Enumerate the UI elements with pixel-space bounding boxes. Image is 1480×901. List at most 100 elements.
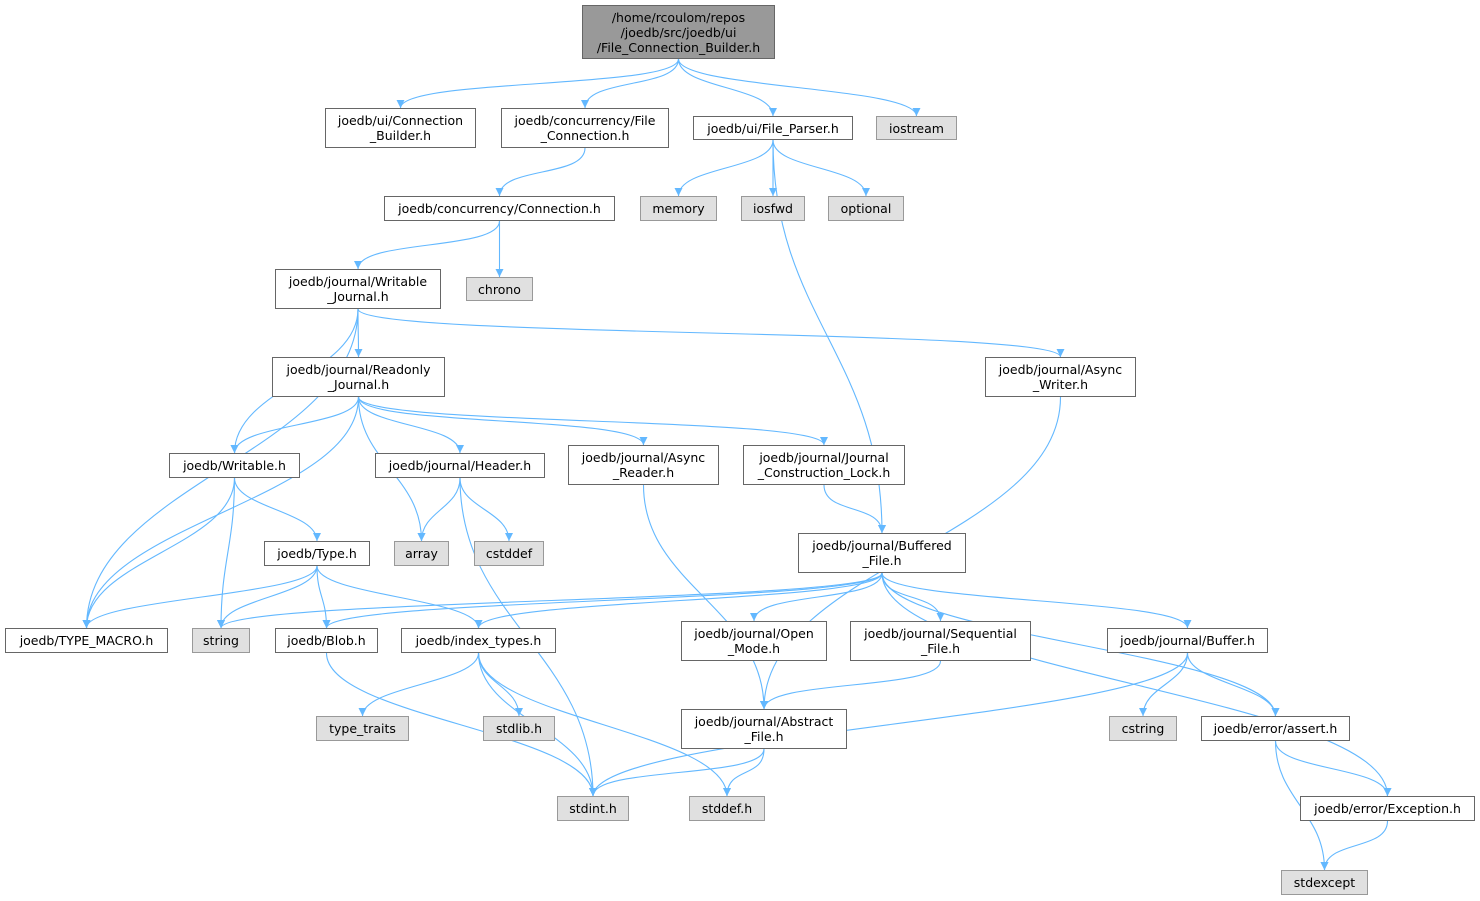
exception[interactable]: joedb/error/Exception.h [1300, 796, 1475, 821]
file_parser[interactable]: joedb/ui/File_Parser.h [693, 116, 853, 140]
edge-writable-to-type [233, 477, 321, 542]
sequential_file-line-1: _File.h [920, 641, 961, 656]
async_writer[interactable]: joedb/journal/Async _Writer.h [985, 357, 1136, 397]
open_mode-line-0: joedb/journal/Open [694, 626, 814, 641]
edge-buffer-to-cstring [1139, 652, 1189, 717]
type_macro[interactable]: joedb/TYPE_MACRO.h [5, 628, 168, 653]
stdint-line-0: stdint.h [569, 801, 617, 816]
edge-buffered_file-to-buffer [881, 572, 1192, 629]
async_reader[interactable]: joedb/journal/Async _Reader.h [568, 445, 719, 485]
edge-journal_lock-to-buffered_file [823, 484, 886, 534]
type[interactable]: joedb/Type.h [264, 541, 370, 566]
memory-line-0: memory [652, 201, 705, 216]
type_macro-line-0: joedb/TYPE_MACRO.h [19, 633, 154, 648]
readonly_journal[interactable]: joedb/journal/Readonly _Journal.h [272, 357, 445, 397]
edge-file_parser-to-memory [674, 139, 774, 197]
edge-buffered_file-to-index_types [474, 572, 883, 629]
edge-writable-to-string [217, 477, 236, 629]
stdexcept: stdexcept [1281, 870, 1368, 895]
stdint: stdint.h [557, 796, 629, 821]
index_types[interactable]: joedb/index_types.h [401, 628, 556, 653]
edge-readonly_journal-to-async_reader [357, 396, 648, 446]
readonly_journal-line-1: _Journal.h [327, 377, 390, 392]
cstddef-line-0: cstddef [485, 546, 533, 561]
edge-root-to-connection_builder [396, 58, 680, 109]
file_parser-line-0: joedb/ui/File_Parser.h [707, 120, 839, 136]
edge-root-to-file_parser [677, 58, 777, 117]
root-line-1: /joedb/src/joedb/ui [620, 24, 737, 40]
readonly_journal-line-0: joedb/journal/Readonly [286, 362, 431, 377]
assert[interactable]: joedb/error/assert.h [1201, 716, 1350, 741]
stdlib: stdlib.h [483, 716, 555, 741]
edge-writable-to-type_macro [82, 477, 236, 629]
edge-writable_journal-to-async_writer [357, 308, 1065, 358]
edge-abstract_file-to-stdint [589, 748, 765, 797]
edge-index_types-to-stddef [477, 652, 731, 797]
connection_builder[interactable]: joedb/ui/Connection _Builder.h [325, 108, 476, 148]
edge-type-to-type_macro [82, 565, 318, 629]
buffered_file[interactable]: joedb/journal/Buffered _File.h [798, 533, 966, 573]
type_traits: type_traits [316, 716, 409, 741]
edge-type-to-string [217, 565, 318, 629]
exception-line-0: joedb/error/Exception.h [1314, 801, 1461, 816]
async_reader-line-0: joedb/journal/Async [581, 450, 706, 465]
async_reader-line-1: _Reader.h [612, 465, 675, 480]
file_connection[interactable]: joedb/concurrency/File _Connection.h [501, 108, 669, 148]
root-line-2: /File_Connection_Builder.h [596, 39, 761, 55]
edge-buffer-to-stdint [589, 652, 1189, 797]
connection[interactable]: joedb/concurrency/Connection.h [384, 196, 615, 221]
open_mode[interactable]: joedb/journal/Open _Mode.h [681, 621, 827, 661]
memory: memory [640, 196, 717, 221]
array: array [394, 541, 449, 566]
type_traits-line-0: type_traits [329, 721, 396, 736]
array-line-0: array [405, 546, 438, 561]
chrono-line-0: chrono [478, 281, 521, 297]
sequential_file-line-0: joedb/journal/Sequential [864, 626, 1017, 641]
edge-root-to-file_connection [581, 58, 680, 109]
writable-line-0: joedb/Writable.h [183, 458, 286, 473]
stdexcept-line-0: stdexcept [1293, 875, 1356, 890]
string-line-0: string [203, 633, 239, 648]
buffer[interactable]: joedb/journal/Buffer.h [1107, 628, 1268, 653]
blob-line-0: joedb/Blob.h [287, 633, 366, 648]
buffered_file-line-1: _File.h [862, 553, 902, 568]
sequential_file[interactable]: joedb/journal/Sequential _File.h [850, 621, 1031, 661]
edge-buffered_file-to-string [217, 572, 883, 629]
string: string [192, 628, 250, 653]
cstring: cstring [1109, 716, 1177, 741]
abstract_file[interactable]: joedb/journal/Abstract _File.h [681, 709, 847, 749]
root-line-0: /home/rcoulom/repos [611, 9, 746, 25]
file_connection-line-1: _Connection.h [540, 128, 630, 143]
type-line-0: joedb/Type.h [277, 546, 357, 561]
writable[interactable]: joedb/Writable.h [169, 453, 300, 478]
connection-line-0: joedb/concurrency/Connection.h [398, 201, 601, 216]
abstract_file-line-0: joedb/journal/Abstract [694, 714, 834, 729]
edge-root-to-iostream [677, 58, 921, 117]
edge-type-to-index_types [316, 565, 483, 629]
chrono: chrono [466, 277, 533, 301]
edge-sequential_file-to-abstract_file [760, 660, 942, 710]
edge-readonly_journal-to-type_macro [82, 396, 360, 629]
file_connection-line-0: joedb/concurrency/File [514, 113, 656, 128]
edge-header-to-array [417, 477, 461, 542]
connection_builder-line-0: joedb/ui/Connection [337, 113, 464, 128]
blob[interactable]: joedb/Blob.h [275, 628, 378, 653]
edge-type-to-blob [316, 565, 331, 629]
writable_journal[interactable]: joedb/journal/Writable _Journal.h [275, 269, 441, 309]
connection_builder-line-1: _Builder.h [369, 128, 432, 143]
header[interactable]: joedb/journal/Header.h [375, 453, 545, 478]
edge-index_types-to-type_traits [358, 652, 480, 717]
buffered_file-line-0: joedb/journal/Buffered [812, 538, 952, 553]
edge-abstract_file-to-stddef [723, 748, 765, 797]
journal_lock[interactable]: joedb/journal/Journal _Construction_Lock… [743, 445, 905, 485]
edge-buffered_file-to-open_mode [750, 572, 883, 622]
iosfwd: iosfwd [741, 196, 805, 221]
edge-connection-to-writable_journal [354, 220, 501, 270]
assert-line-0: joedb/error/assert.h [1213, 721, 1338, 736]
edge-file_parser-to-optional [772, 139, 870, 197]
journal_lock-line-1: _Construction_Lock.h [757, 465, 891, 480]
open_mode-line-1: _Mode.h [727, 641, 781, 656]
edge-exception-to-stdexcept [1320, 820, 1389, 871]
async_writer-line-0: joedb/journal/Async [998, 362, 1123, 377]
